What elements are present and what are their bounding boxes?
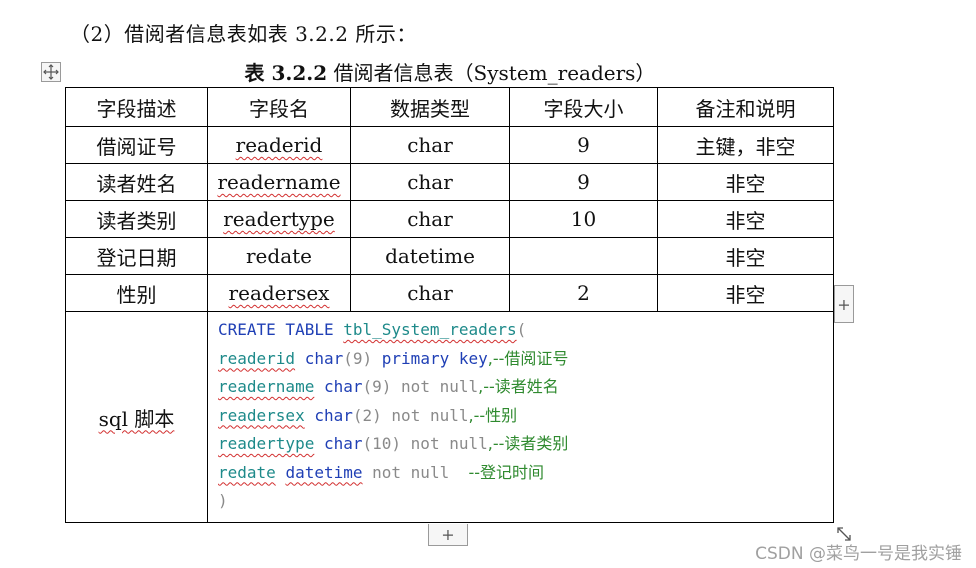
sql-line: readerid char(9) primary key,--借阅证号 <box>218 345 833 374</box>
header-cell: 字段大小 <box>509 87 658 127</box>
sql-line: ) <box>218 487 833 516</box>
header-cell: 字段描述 <box>65 87 208 127</box>
sql-row: sql 脚本 CREATE TABLE tbl_System_readers(r… <box>65 311 834 523</box>
field-name-text: readername <box>217 170 341 194</box>
resize-arrow-icon <box>837 527 851 541</box>
sql-size: (10) <box>362 434 402 453</box>
remarks: 非空 <box>657 200 834 238</box>
caption-title: 借阅者信息表（System_readers） <box>333 61 656 85</box>
add-row-button[interactable]: + <box>428 524 468 546</box>
sql-script: CREATE TABLE tbl_System_readers(readerid… <box>218 316 833 516</box>
sql-line: readersex char(2) not null,--性别 <box>218 402 833 431</box>
add-column-button[interactable]: + <box>834 285 854 323</box>
field-name: readersex <box>207 274 351 312</box>
sql-not-null: not null <box>391 405 469 425</box>
readers-field-table: 字段描述 字段名 数据类型 字段大小 备注和说明 借阅证号 readerid c… <box>65 87 834 523</box>
field-name-text: redate <box>246 244 312 268</box>
sql-not-null: not null <box>410 434 488 453</box>
sql-column: readertype <box>218 434 315 453</box>
sql-line: readername char(9) not null,--读者姓名 <box>218 373 833 402</box>
sql-line: CREATE TABLE tbl_System_readers( <box>218 316 833 345</box>
remarks: 主键，非空 <box>657 126 834 164</box>
remarks: 非空 <box>657 163 834 201</box>
field-description: 借阅证号 <box>65 126 208 164</box>
field-description: 性别 <box>65 274 208 312</box>
table-row: 读者类别 readertype char 10 非空 <box>65 200 834 238</box>
sql-close-paren: ) <box>218 491 228 510</box>
data-type: char <box>350 200 510 238</box>
field-name-text: readerid <box>235 133 323 157</box>
watermark: CSDN @菜鸟一号是我实锤 <box>755 544 962 564</box>
field-description: 登记日期 <box>65 237 208 275</box>
sql-size: (9) <box>343 348 373 368</box>
sql-line: redate datetime not null --登记时间 <box>218 459 833 488</box>
data-type: char <box>350 274 510 312</box>
sql-table-name: tbl_System_readers <box>343 320 517 339</box>
field-size: 9 <box>509 163 658 201</box>
field-name: redate <box>207 237 351 275</box>
field-size: 2 <box>509 274 658 312</box>
data-type: datetime <box>350 237 510 275</box>
field-size: 10 <box>509 200 658 238</box>
sql-column: readername <box>218 377 315 396</box>
remarks: 非空 <box>657 274 834 312</box>
sql-comment: ,--读者类别 <box>487 434 569 453</box>
field-name-text: readersex <box>228 281 330 305</box>
sql-not-null: not null <box>372 462 450 482</box>
header-cell: 字段名 <box>207 87 351 127</box>
field-description: 读者姓名 <box>65 163 208 201</box>
table-header-row: 字段描述 字段名 数据类型 字段大小 备注和说明 <box>65 87 834 127</box>
move-arrows-icon <box>43 64 59 80</box>
table-row: 登记日期 redate datetime 非空 <box>65 237 834 275</box>
plus-icon: + <box>837 294 851 314</box>
data-type: char <box>350 126 510 164</box>
sql-comment: ,--借阅证号 <box>487 348 569 368</box>
table-move-handle[interactable] <box>41 62 61 82</box>
field-name: readername <box>207 163 351 201</box>
sql-line: readertype char(10) not null,--读者类别 <box>218 430 833 459</box>
field-size: 9 <box>509 126 658 164</box>
sql-type: char <box>304 348 344 368</box>
sql-label-text: sql 脚本 <box>98 406 175 431</box>
data-type: char <box>350 163 510 201</box>
sql-comment: --登记时间 <box>468 462 545 482</box>
table-resize-handle[interactable] <box>834 524 854 544</box>
field-name: readerid <box>207 126 351 164</box>
sql-type: char <box>314 405 353 425</box>
field-name: readertype <box>207 200 351 238</box>
plus-icon: + <box>441 525 455 544</box>
sql-paren: ( <box>516 320 527 339</box>
sql-script-cell: CREATE TABLE tbl_System_readers(readerid… <box>207 311 834 523</box>
sql-keyword: primary key <box>381 348 488 368</box>
sql-column: readersex <box>218 405 305 425</box>
field-size <box>509 237 658 275</box>
sql-keyword: CREATE TABLE <box>218 320 334 339</box>
field-name-text: readertype <box>223 207 335 231</box>
sql-size: (9) <box>362 377 392 396</box>
sql-label: sql 脚本 <box>65 311 208 523</box>
section-heading: （2）借阅者信息表如表 3.2.2 所示： <box>70 22 417 46</box>
sql-column: redate <box>218 462 276 482</box>
table-caption: 表 3.2.2 借阅者信息表（System_readers） <box>0 57 900 86</box>
header-cell: 备注和说明 <box>657 87 834 127</box>
sql-type: char <box>323 434 363 453</box>
table-row: 性别 readersex char 2 非空 <box>65 274 834 312</box>
sql-column: readerid <box>218 348 296 368</box>
sql-size: (2) <box>352 405 382 425</box>
header-cell: 数据类型 <box>350 87 510 127</box>
remarks: 非空 <box>657 237 834 275</box>
table-row: 借阅证号 readerid char 9 主键，非空 <box>65 126 834 164</box>
sql-type: datetime <box>285 462 363 482</box>
table-row: 读者姓名 readername char 9 非空 <box>65 163 834 201</box>
sql-comment: ,--性别 <box>468 405 518 425</box>
field-description: 读者类别 <box>65 200 208 238</box>
sql-type: char <box>323 377 363 396</box>
sql-comment: ,--读者姓名 <box>478 377 559 396</box>
sql-not-null: not null <box>401 377 479 396</box>
caption-number: 表 3.2.2 <box>244 61 328 85</box>
